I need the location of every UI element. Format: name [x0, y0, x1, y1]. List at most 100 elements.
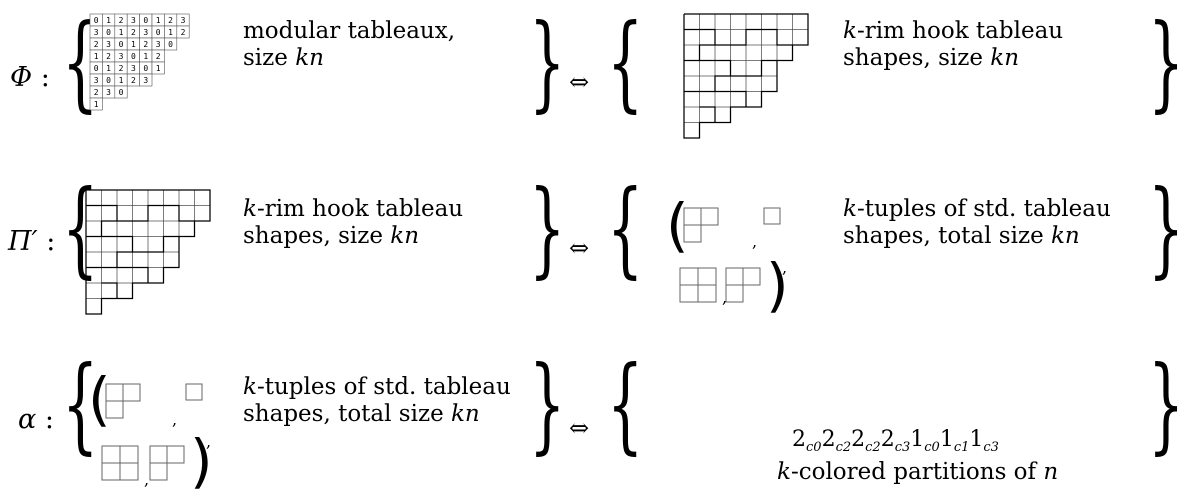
row1-left-text: modular tableaux, size kn [243, 18, 455, 72]
right-paren: ) [190, 427, 213, 495]
colored-part: 2c2 [822, 427, 852, 455]
equivalence-arrow: ⇔ [569, 414, 590, 442]
tableau-shape-2 [185, 383, 203, 401]
colored-part: 2c2 [851, 427, 881, 455]
rim-hook-tableau-diagram [85, 189, 211, 315]
tableau-cell-entry: 3 [143, 76, 148, 85]
part-value: 2 [792, 427, 806, 452]
tuple-comma: , [782, 258, 788, 277]
tableau-cell-entry: 0 [119, 40, 124, 49]
tableau-cell-entry: 0 [106, 76, 111, 85]
tuple-comma: , [172, 410, 178, 429]
tableau-cell-entry: 1 [119, 76, 124, 85]
tableau-cell-entry: 1 [156, 16, 161, 25]
pi-prime-map-label: Π′ : [8, 228, 55, 255]
colon: : [46, 226, 56, 257]
colored-part: 1c0 [910, 427, 940, 455]
tableau-cell-entry: 3 [106, 88, 111, 97]
tableau-cell-entry: 0 [94, 64, 99, 73]
tableau-cell [89, 97, 103, 111]
part-value: 1 [910, 427, 925, 452]
tuple-comma: , [206, 432, 212, 451]
tableau-cell-entry: 0 [168, 40, 173, 49]
right-brace: } [1148, 10, 1177, 114]
right-brace: } [1148, 176, 1177, 280]
row2-right-line1: k-tuples of std. tableau [843, 196, 1111, 222]
tableau-shape-4 [725, 267, 761, 303]
tableau-shape-4 [149, 445, 185, 481]
part-value: 1 [969, 427, 984, 452]
tableau-cell-entry: 3 [106, 40, 111, 49]
right-brace: } [1148, 352, 1177, 456]
tuple-comma: , [144, 470, 150, 489]
tableau-cell-entry: 3 [94, 28, 99, 37]
tableau-cell [164, 37, 178, 51]
part-value: 2 [880, 427, 895, 452]
tableau-cell-entry: 3 [131, 64, 136, 73]
row1-right-line1: k-rim hook tableau [843, 18, 1064, 44]
left-brace: { [62, 343, 99, 465]
right-brace: } [529, 167, 566, 289]
left-brace: { [607, 343, 644, 465]
tableau-cell [151, 61, 165, 75]
colored-part: 1c3 [969, 427, 999, 455]
tableau-shape-1 [683, 207, 719, 243]
row2-right-line2: shapes, total size kn [843, 223, 1080, 249]
tableau-cell-entry: 3 [143, 28, 148, 37]
row2-left-line2: shapes, size kn [243, 223, 420, 249]
part-color: c0 [806, 440, 822, 455]
tableau-cell-entry: 2 [143, 40, 148, 49]
equivalence-arrow: ⇔ [569, 68, 590, 96]
tableau-cell-entry: 2 [94, 40, 99, 49]
tableau-cell-entry: 3 [119, 52, 124, 61]
tableau-cell-entry: 2 [168, 16, 173, 25]
left-brace: { [607, 167, 644, 289]
tableau-cell-entry: 3 [156, 40, 161, 49]
part-value: 1 [939, 427, 954, 452]
pi-prime-symbol: Π′ [8, 226, 38, 257]
right-brace: } [529, 343, 566, 465]
tableau-cell-entry: 1 [156, 64, 161, 73]
tableau-cell-entry: 0 [94, 16, 99, 25]
tableau-cell-entry: 3 [181, 16, 186, 25]
colon: : [40, 62, 50, 93]
row3-left-line1: k-tuples of std. tableau [243, 374, 511, 400]
tableau-cell-entry: 2 [131, 28, 136, 37]
row2-right-text: k-tuples of std. tableau shapes, total s… [843, 196, 1111, 250]
tableau-cell-entry: 3 [131, 16, 136, 25]
tableau-cell [139, 73, 153, 87]
row3-right-text: k-colored partitions of n [777, 459, 1058, 486]
tableau-shape-1 [105, 383, 141, 419]
tableau-cell-entry: 0 [143, 16, 148, 25]
tableau-cell-entry: 2 [131, 76, 136, 85]
tableau-tuple: ( , , ) , [666, 196, 826, 314]
tableau-cell-entry: 2 [156, 52, 161, 61]
tableau-cell-entry: 2 [119, 16, 124, 25]
tableau-tuple: ( , , ) , [88, 370, 238, 490]
part-color: c2 [865, 440, 881, 455]
alpha-map-label: α : [18, 406, 54, 433]
row3-right-line1: k-colored partitions of n [777, 459, 1059, 485]
tableau-cell [114, 85, 128, 99]
rim-hook-tableau-diagram [683, 13, 809, 139]
colored-part: 1c1 [939, 427, 970, 455]
tableau-cell-entry: 1 [168, 28, 173, 37]
tableau-shape-2 [763, 207, 781, 225]
colored-part: 2c3 [880, 427, 911, 455]
equivalence-arrow: ⇔ [569, 234, 590, 262]
tableau-cell-entry: 1 [106, 64, 111, 73]
colon: : [44, 404, 54, 435]
part-color: c3 [894, 440, 911, 455]
tableau-cell-entry: 1 [143, 52, 148, 61]
part-color: c2 [835, 440, 852, 455]
tableau-cell-entry: 0 [143, 64, 148, 73]
phi-symbol: Φ [10, 62, 33, 93]
row1-left-line2: size kn [243, 45, 324, 71]
tableau-cell-entry: 2 [119, 64, 124, 73]
right-brace: } [529, 1, 566, 123]
row1-right-text: k-rim hook tableau shapes, size kn [843, 18, 1063, 72]
phi-map-label: Φ : [10, 64, 50, 91]
row2-left-line1: k-rim hook tableau [243, 196, 464, 222]
row3-left-text: k-tuples of std. tableau shapes, total s… [243, 374, 511, 428]
